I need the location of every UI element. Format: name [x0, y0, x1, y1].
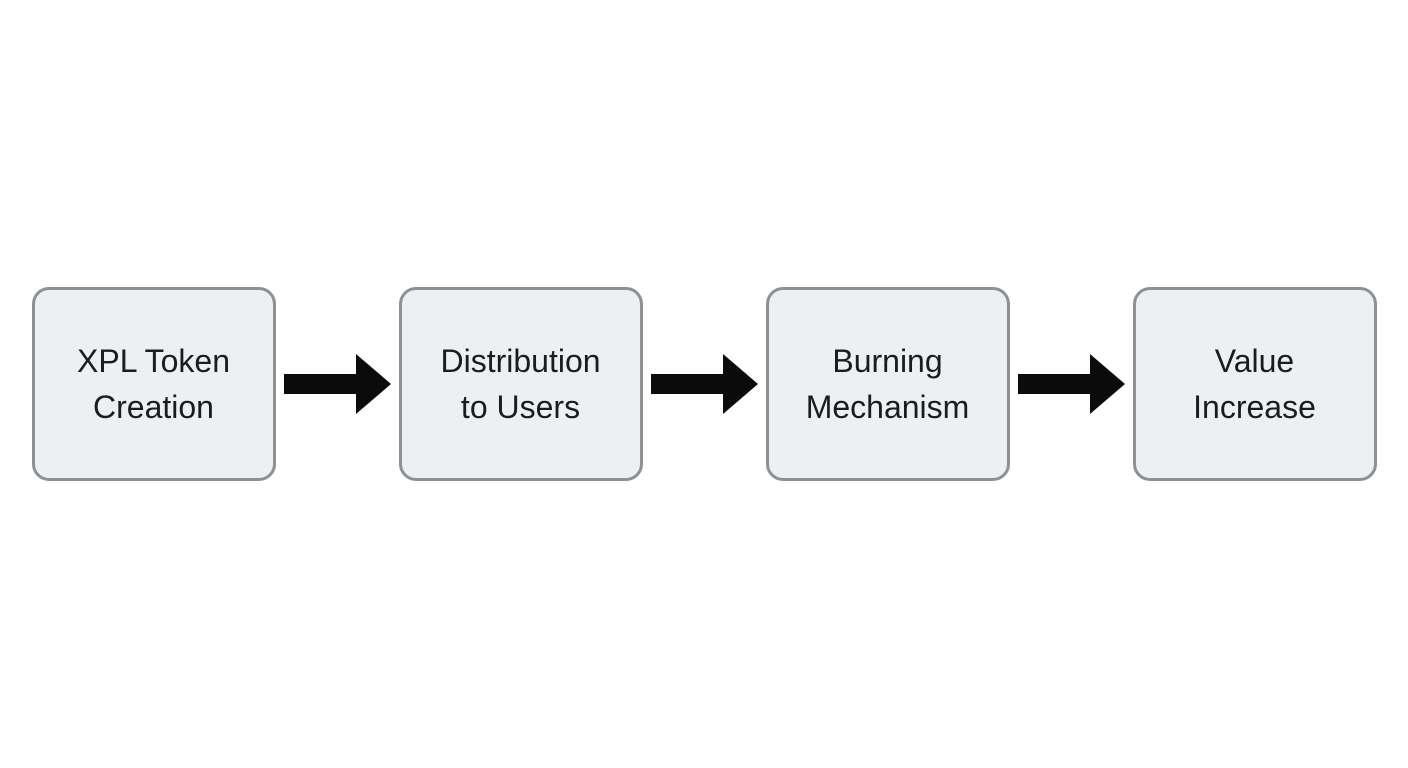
node-label-line1: Burning: [832, 343, 943, 379]
flow-arrow-2: [643, 354, 766, 414]
node-label-line1: Value: [1214, 343, 1295, 379]
flow-node-xpl-token-creation: XPL Token Creation: [31, 287, 276, 481]
node-label-line1: XPL Token: [77, 343, 230, 379]
flow-arrow-1: [276, 354, 399, 414]
node-label-line1: Distribution: [440, 343, 601, 379]
node-label-line2: Creation: [93, 389, 214, 425]
node-label: Value Increase: [1193, 338, 1316, 430]
flow-node-burning-mechanism: Burning Mechanism: [765, 287, 1010, 481]
arrow-right-icon: [650, 354, 758, 414]
arrow-right-icon: [1017, 354, 1125, 414]
arrow-right-icon: [283, 354, 391, 414]
node-label-line2: to Users: [460, 389, 581, 425]
node-label: Distribution to Users: [440, 338, 600, 430]
flow-node-distribution-to-users: Distribution to Users: [398, 287, 643, 481]
flow-node-value-increase: Value Increase: [1132, 287, 1377, 481]
node-label: XPL Token Creation: [77, 338, 230, 430]
node-label: Burning Mechanism: [806, 338, 970, 430]
node-label-line2: Mechanism: [805, 389, 970, 425]
flow-arrow-3: [1010, 354, 1133, 414]
node-label-line2: Increase: [1193, 389, 1316, 425]
